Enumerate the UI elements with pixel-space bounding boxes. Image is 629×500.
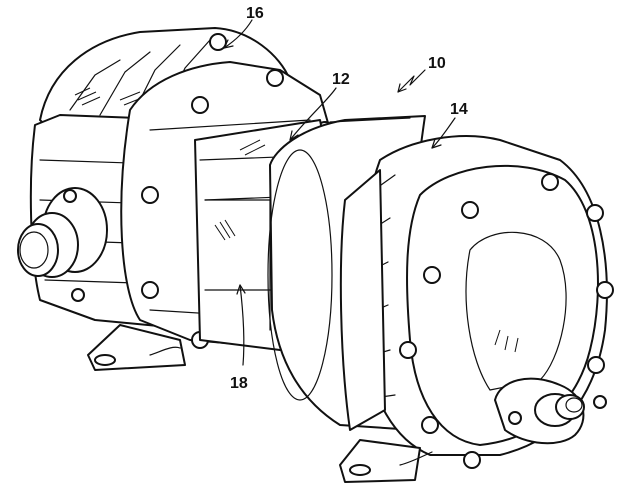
right-port-fitting [494,377,607,445]
label-housing-panel: 18 [230,375,248,392]
leader-lines [223,19,456,366]
right-flange-bolts [399,173,614,469]
label-assembly: 10 [428,55,446,72]
label-housing-middle: 12 [332,71,350,88]
left-mounting-foot [87,324,186,371]
right-mounting-foot [339,439,433,483]
label-housing-right: 14 [450,101,468,118]
left-port-fitting [17,187,108,302]
right-housing [339,135,608,456]
label-housing-left: 16 [246,5,264,22]
